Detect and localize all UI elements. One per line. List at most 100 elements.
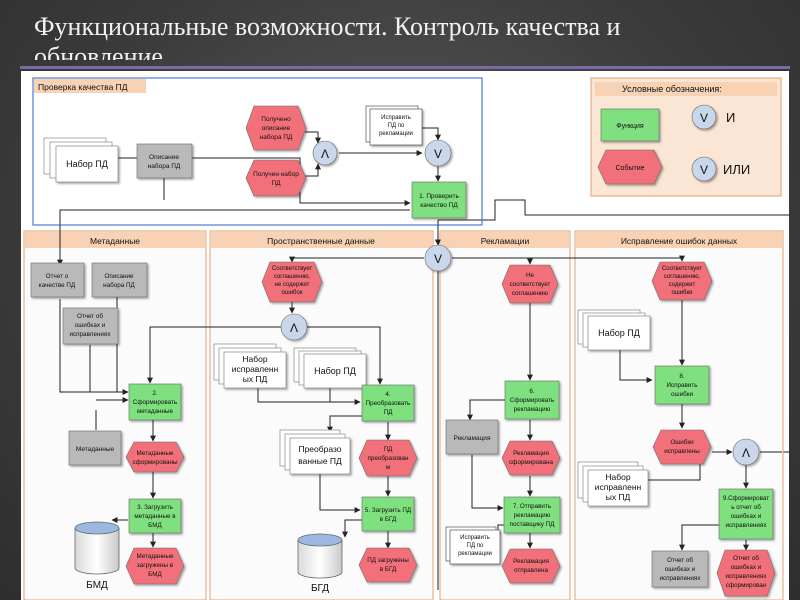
- md-sformirovat-l3: метаданные: [137, 408, 174, 415]
- sp-sootvetstvuet-l1: Соответствует: [272, 266, 312, 272]
- sp-nabor-ispravl-l1: Набор: [242, 354, 267, 364]
- title-underline: [20, 66, 790, 69]
- lane-spatial-header: Пространственные данные: [267, 236, 375, 246]
- md-otchet-kachestve: Отчет о качестве ПД: [30, 262, 85, 298]
- md-opisanie: Описание набора ПД: [91, 262, 148, 298]
- lane-metadata-header: Метаданные: [90, 236, 140, 246]
- md-zagruzit-l1: 3. Загрузить: [137, 504, 173, 511]
- top-polucheno-event: Получено описание набора ПД: [245, 105, 307, 151]
- cl-sformirovat-l1: 6.: [529, 388, 535, 395]
- md-zagruzit-l2: метаданные в: [134, 513, 176, 520]
- cl-sformirovana-event: Рекламация сформирована: [501, 440, 561, 476]
- sp-zagruzheny-l2: в БГД: [380, 566, 397, 573]
- er-and-gate-symbol: Λ: [742, 446, 750, 460]
- sp-zagruzit-l1: 5. Загрузить ПД: [365, 507, 412, 514]
- er-oshibki-event: Ошибки исправлены: [652, 429, 712, 465]
- md-otchet-kachestve-l1: Отчет о: [46, 273, 69, 280]
- claims-or-gate: V: [424, 244, 452, 272]
- sp-zagruzit-l2: в БГД: [380, 516, 397, 523]
- cl-ispravit-l3: рекламации: [458, 551, 492, 557]
- md-sformirovat: 2. Сформировать метаданные: [128, 383, 182, 421]
- top-polucheno-l2: описание: [262, 125, 291, 132]
- md-zagruzheny-l3: БМД: [148, 571, 162, 578]
- cl-sformirovat: 6. Сформировать рекламацию: [504, 380, 560, 420]
- sp-sootvetstvuet-l2: соглашению,: [274, 274, 311, 280]
- lane-claims-header: Рекламации: [481, 236, 530, 246]
- md-otchet-oshibkah-l1: Отчет об: [77, 312, 103, 320]
- claims-or-gate-symbol: V: [434, 252, 442, 266]
- er-otchet-sformirovan-l1: Отчет об: [733, 554, 759, 562]
- top-or-gate-symbol: V: [434, 147, 442, 161]
- legend-function-label: Функция: [616, 123, 644, 130]
- er-sootvetstvuet-event: Соответствует соглашению, содержит ошибк…: [651, 261, 713, 301]
- cl-sformirovat-l3: рекламацию: [514, 406, 551, 413]
- cl-reklamaciya-data: Рекламация: [445, 419, 499, 455]
- md-zagruzheny-l2: загружены в: [137, 562, 174, 569]
- top-and-gate: Λ: [312, 140, 338, 166]
- md-zagruzit: 3. Загрузить метаданные в БМД: [128, 498, 182, 534]
- md-zagruzheny-l1: Метаданные: [136, 553, 174, 560]
- cl-ne-sootvetstvuet-l3: соглашению: [512, 290, 549, 297]
- er-otchet-l2: ошибках и: [665, 565, 696, 573]
- legend-and-icon: [691, 104, 717, 130]
- cl-otpravit-l2: рекламацию: [514, 512, 551, 519]
- top-nabor-pd-stack: Набор ПД: [43, 137, 119, 183]
- md-zagruzheny-event: Метаданные загружены в БМД: [125, 547, 185, 585]
- top-poluchen-l2: ПД: [271, 180, 281, 187]
- cl-otpravit: 7. Отправить рекламацию поставщику ПД: [503, 496, 561, 534]
- er-sootvetstvuet-l1: Соответствует: [662, 266, 702, 272]
- md-zagruzit-l3: БМД: [148, 522, 162, 529]
- sp-pd-preobrazovan-l3: м: [386, 464, 390, 471]
- top-poluchen-l1: Получен набор: [253, 170, 299, 178]
- md-sformirovat-l2: Сформировать: [133, 399, 178, 406]
- top-proverit-l2: качество ПД: [420, 202, 458, 209]
- er-sformirovat-l1: 9.Сформироват: [723, 495, 769, 502]
- md-opisanie-l1: Описание: [105, 273, 134, 280]
- top-proverit-function: 1. Проверить качество ПД: [411, 181, 467, 219]
- er-otchet-sformirovan-l4: сформирован: [726, 582, 767, 589]
- sp-preobraz-pd-l2: ванные ПД: [298, 456, 342, 466]
- er-otchet-sformirovan-l3: исправлениях: [725, 573, 767, 580]
- cl-ispravit-l1: Исправить: [460, 535, 490, 541]
- er-nabor-ispravl-l1: Набор: [605, 472, 630, 482]
- cl-sformirovat-l2: Сформировать: [510, 397, 555, 404]
- sp-pd-preobrazovan-event: ПД преобразован м: [358, 439, 418, 477]
- cl-otpravit-l3: поставщику ПД: [510, 521, 556, 528]
- legend-function-shape: [600, 108, 660, 142]
- er-oshibki-l1: Ошибки: [670, 438, 694, 446]
- er-nabor-ispravl-l2: исправленн: [595, 482, 642, 492]
- top-and-gate-symbol: Λ: [321, 147, 329, 161]
- sp-nabor-pd-label: Набор ПД: [314, 366, 356, 376]
- top-ispravit-doc: Исправить ПД по рекламации: [365, 105, 423, 146]
- sp-db-bgd-label: БГД: [311, 583, 329, 594]
- title-line-1: Функциональные возможности. Контроль кач…: [34, 12, 621, 41]
- title-line-2: обновление: [34, 42, 163, 60]
- cl-sformirovana-l1: Рекламация: [513, 450, 549, 457]
- sp-nabor-pd-stack: Набор ПД: [293, 347, 367, 389]
- sp-nabor-ispravl-l3: ых ПД: [243, 374, 268, 384]
- sp-and-gate-symbol: Λ: [290, 321, 298, 335]
- er-otchet-sformirovan-event: Отчет об ошибках и исправлениях сформиро…: [716, 549, 776, 597]
- legend-and-symbol: V: [700, 111, 708, 125]
- md-metadannye-data: Метаданные: [68, 430, 122, 466]
- cl-reklamaciya-label: Рекламация: [454, 435, 491, 442]
- cl-sformirovana-l2: сформирована: [509, 459, 553, 466]
- er-nabor-pd-stack: Набор ПД: [577, 309, 651, 351]
- er-sformirovat-l4: исправлениях: [725, 522, 767, 529]
- sp-zagruzheny-event: ПД загружены в БГД: [358, 547, 418, 583]
- sp-sootvetstvuet-l3: не содержит: [275, 282, 310, 288]
- md-db-bmd-label: БМД: [86, 580, 108, 591]
- cl-ne-sootvetstvuet-event: Не соответствует соглашению: [501, 264, 559, 304]
- sp-preobrazovat-l1: 4.: [385, 391, 391, 398]
- er-ispravit-l2: Исправить: [666, 382, 698, 389]
- top-poluchen-event: Получен набор ПД: [245, 159, 307, 197]
- top-proverit-l1: 1. Проверить: [419, 193, 459, 200]
- cl-ispravit-l2: ПД по: [467, 543, 484, 549]
- lane-errors-header: Исправление ошибок данных: [621, 236, 738, 246]
- sp-preobrazovat-l3: ПД: [384, 409, 394, 416]
- md-otchet-oshibkah-l3: исправлениях: [69, 331, 111, 338]
- sp-preobrazovat-l2: Преобразовать: [366, 399, 411, 407]
- er-sformirovat: 9.Сформироват ь отчет об ошибках и испра…: [718, 488, 774, 540]
- md-otchet-oshibkah-l2: ошибках и: [75, 321, 106, 329]
